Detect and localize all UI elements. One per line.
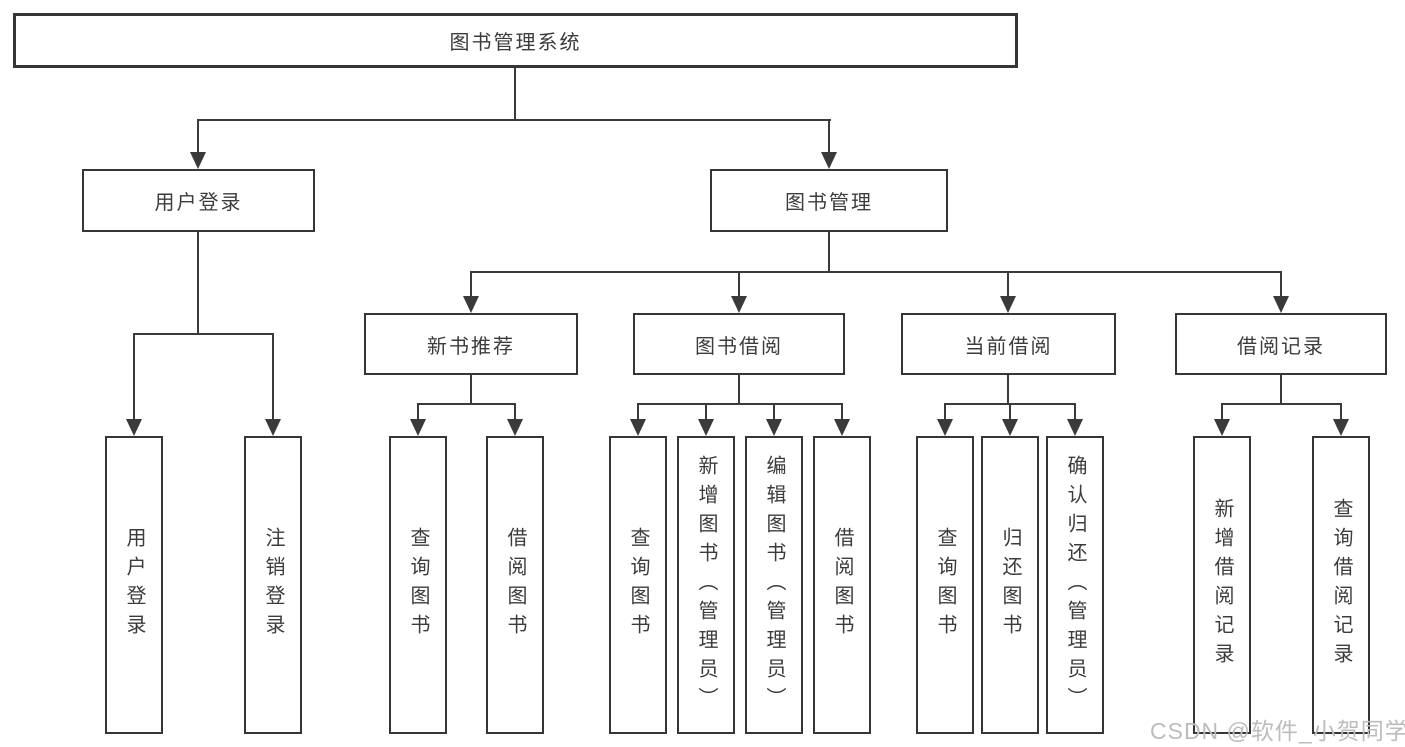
connector-book-borrowing-split (637, 403, 843, 405)
connector-borrowing-records-split (1221, 403, 1342, 405)
connector-leaf-query-borrowing-stub (637, 403, 639, 421)
connector-borrowing-records-stub (1280, 271, 1282, 298)
leaf-add-books-admin-box: 新增图书（管理员） (677, 436, 735, 734)
connector-new-book-split (417, 403, 516, 405)
leaf-query-borrow-record-label: 查询借阅记录 (1330, 498, 1352, 672)
connector-book-borrowing-down (738, 375, 740, 405)
arrowhead-leaf-borrow-borrowing-icon (834, 419, 850, 436)
node-root-label: 图书管理系统 (449, 32, 582, 54)
connector-book-borrowing-stub (738, 271, 740, 298)
connector-book-management-stub (828, 119, 830, 155)
arrowhead-leaf-add-books-icon (698, 419, 714, 436)
leaf-confirm-return-admin-box: 确认归还（管理员） (1046, 436, 1104, 734)
connector-level2-horizontal (197, 119, 831, 121)
connector-current-borrowing-down (1007, 375, 1009, 405)
arrowhead-book-management-icon (821, 152, 837, 169)
connector-leaf-return-books-stub (1009, 403, 1011, 421)
arrowhead-new-book-icon (463, 296, 479, 313)
leaf-edit-books-admin-label: 编辑图书（管理员） (763, 454, 785, 716)
arrowhead-leaf-query-recommend-icon (410, 419, 426, 436)
connector-new-book-down (470, 375, 472, 405)
leaf-return-books-label: 归还图书 (999, 527, 1021, 643)
connector-leaf-logout-stub (272, 333, 274, 421)
leaf-logout-box: 注销登录 (244, 436, 302, 734)
leaf-user-login-box: 用户登录 (105, 436, 163, 734)
connector-user-login-stub (197, 119, 199, 155)
connector-leaf-confirm-return-stub (1074, 403, 1076, 421)
leaf-borrow-books-borrowing-box: 借阅图书 (813, 436, 871, 734)
arrowhead-leaf-query-record-icon (1333, 419, 1349, 436)
leaf-add-books-admin-label: 新增图书（管理员） (695, 454, 717, 716)
node-book-management-box: 图书管理 (710, 169, 948, 232)
node-book-borrowing-label: 图书借阅 (695, 335, 783, 358)
leaf-query-books-borrowing-box: 查询图书 (609, 436, 667, 734)
node-new-book-recommend-box: 新书推荐 (364, 313, 578, 375)
leaf-query-books-recommend-label: 查询图书 (407, 527, 429, 643)
node-borrowing-records-label: 借阅记录 (1237, 335, 1325, 358)
arrowhead-leaf-add-record-icon (1214, 419, 1230, 436)
connector-leaf-borrow-borrowing-stub (841, 403, 843, 421)
leaf-add-borrow-record-label: 新增借阅记录 (1211, 498, 1233, 672)
connector-leaf-borrow-recommend-stub (514, 403, 516, 421)
connector-leaf-user-login-stub (133, 333, 135, 421)
node-current-borrowing-label: 当前借阅 (964, 335, 1053, 358)
arrowhead-borrowing-records-icon (1273, 296, 1289, 313)
connector-leaf-query-recommend-stub (417, 403, 419, 421)
connector-user-login-down (197, 232, 199, 335)
arrowhead-current-borrowing-icon (1000, 296, 1016, 313)
leaf-query-books-recommend-box: 查询图书 (389, 436, 447, 734)
leaf-return-books-box: 归还图书 (981, 436, 1039, 734)
arrowhead-book-borrowing-icon (731, 296, 747, 313)
leaf-logout-label: 注销登录 (262, 527, 284, 643)
arrowhead-leaf-edit-books-icon (766, 419, 782, 436)
connector-leaf-add-record-stub (1221, 403, 1223, 421)
leaf-borrow-books-recommend-label: 借阅图书 (504, 527, 526, 643)
connector-leaf-query-current-stub (944, 403, 946, 421)
node-current-borrowing-box: 当前借阅 (901, 313, 1116, 375)
arrowhead-leaf-query-borrowing-icon (630, 419, 646, 436)
node-book-management-label: 图书管理 (785, 192, 873, 214)
connector-leaf-query-record-stub (1340, 403, 1342, 421)
arrowhead-leaf-borrow-recommend-icon (507, 419, 523, 436)
leaf-edit-books-admin-box: 编辑图书（管理员） (745, 436, 803, 734)
connector-level3-horizontal (470, 271, 1281, 273)
leaf-query-books-current-label: 查询图书 (934, 527, 956, 643)
arrowhead-leaf-user-login-icon (126, 419, 142, 436)
connector-user-login-split (133, 333, 274, 335)
node-user-login-box: 用户登录 (82, 169, 315, 232)
csdn-watermark: CSDN @软件_小贺同学 (1150, 718, 1405, 744)
arrowhead-leaf-query-current-icon (937, 419, 953, 436)
leaf-query-borrow-record-box: 查询借阅记录 (1312, 436, 1370, 734)
connector-current-borrowing-stub (1007, 271, 1009, 298)
node-borrowing-records-box: 借阅记录 (1175, 313, 1387, 375)
node-book-borrowing-box: 图书借阅 (633, 313, 845, 375)
leaf-query-books-current-box: 查询图书 (916, 436, 974, 734)
leaf-user-login-label: 用户登录 (123, 527, 145, 643)
connector-borrowing-records-down (1280, 375, 1282, 405)
arrowhead-leaf-logout-icon (265, 419, 281, 436)
node-user-login-label: 用户登录 (154, 192, 243, 214)
arrowhead-leaf-confirm-return-icon (1067, 419, 1083, 436)
connector-leaf-edit-books-stub (773, 403, 775, 421)
node-root-box: 图书管理系统 (13, 13, 1018, 68)
leaf-borrow-books-borrowing-label: 借阅图书 (831, 527, 853, 643)
connector-leaf-add-books-stub (705, 403, 707, 421)
connector-root-vertical (514, 68, 516, 121)
arrowhead-user-login-icon (190, 152, 206, 169)
connector-new-book-stub (470, 271, 472, 298)
leaf-confirm-return-admin-label: 确认归还（管理员） (1064, 454, 1086, 716)
leaf-borrow-books-recommend-box: 借阅图书 (486, 436, 544, 734)
connector-book-management-down (828, 232, 830, 273)
node-new-book-recommend-label: 新书推荐 (427, 335, 515, 358)
arrowhead-leaf-return-books-icon (1002, 419, 1018, 436)
leaf-query-books-borrowing-label: 查询图书 (627, 527, 649, 643)
leaf-add-borrow-record-box: 新增借阅记录 (1193, 436, 1251, 734)
